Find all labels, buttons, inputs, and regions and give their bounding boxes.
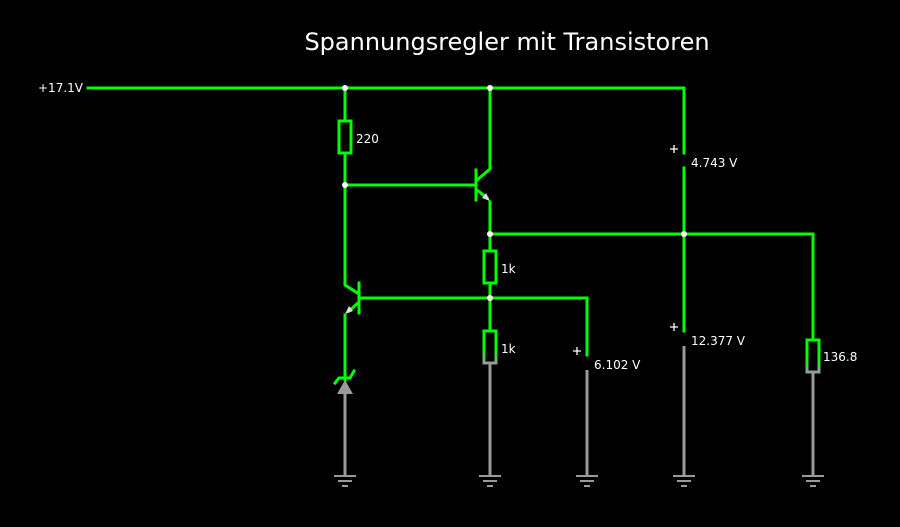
junction-dot — [487, 295, 493, 301]
junction-dot — [487, 231, 493, 237]
output-node-wire[interactable] — [488, 232, 815, 342]
resistor-220[interactable] — [337, 86, 362, 297]
resistor-220-label: 220 — [356, 132, 379, 146]
ground-icon — [673, 475, 695, 487]
voltmeter-ce-value: 4.743 V — [691, 156, 738, 170]
resistor-load[interactable] — [805, 338, 821, 476]
ground-icon — [802, 475, 824, 487]
voltmeter-output-value: 12.377 V — [691, 334, 746, 348]
supply-rail-wire[interactable] — [86, 86, 686, 155]
pnp-transistor-control[interactable] — [343, 281, 361, 382]
npn-transistor-series[interactable] — [474, 86, 492, 236]
resistor-load-label: 136.8 — [823, 350, 857, 364]
voltmeter-ce[interactable] — [670, 145, 686, 236]
ground-icon — [576, 475, 598, 487]
zener-diode[interactable] — [332, 368, 357, 476]
voltmeter-output[interactable] — [670, 232, 686, 476]
ground-icon — [334, 475, 356, 487]
divider-base-wire[interactable] — [357, 296, 589, 357]
circuit-title: Spannungsregler mit Transistoren — [304, 28, 709, 56]
ground-icon — [479, 475, 501, 487]
resistor-1k-top-label: 1k — [501, 262, 516, 276]
supply-voltage-label: +17.1V — [38, 81, 84, 95]
voltmeter-divider[interactable] — [573, 347, 589, 476]
junction-dot — [342, 182, 348, 188]
junction-dot — [487, 85, 493, 91]
resistor-1k-top[interactable] — [482, 232, 498, 333]
resistor-1k-bottom[interactable] — [482, 329, 498, 476]
voltmeter-divider-value: 6.102 V — [594, 358, 641, 372]
junction-dot — [681, 231, 687, 237]
junction-dot — [342, 85, 348, 91]
resistor-1k-bottom-label: 1k — [501, 342, 516, 356]
